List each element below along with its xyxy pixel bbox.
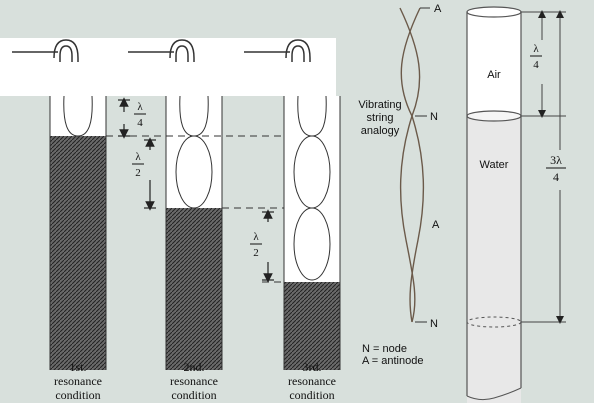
antinode-label-top: A <box>434 3 442 15</box>
dimension-arrows-left <box>118 97 274 283</box>
vibrating-string <box>399 7 425 323</box>
quarter-right-num: λ <box>533 43 539 55</box>
left-white-band <box>0 38 336 96</box>
tube-top-rim <box>466 6 522 18</box>
tuning-fork-icon-2 <box>128 39 195 62</box>
tube-2-caption: 2nd. resonance condition <box>170 360 218 402</box>
tube-3-standing-wave-loop-2 <box>293 207 331 281</box>
string-marks <box>415 7 430 323</box>
legend-node: N = node <box>362 343 407 355</box>
svg-text:1st.: 1st. <box>69 360 86 374</box>
vibrating-label-1: Vibrating <box>358 99 401 111</box>
three-quarter-num: 3λ <box>550 153 562 167</box>
tube-3 <box>283 95 341 370</box>
quarter-wave-num: λ <box>137 101 143 113</box>
vibrating-label-3: analogy <box>361 125 400 137</box>
resonance-tube <box>466 6 522 403</box>
tube-air-column <box>467 12 521 116</box>
node-label-2: N <box>430 318 438 330</box>
half-wave-label-2: λ 2 <box>250 231 262 259</box>
half-wave-2-den: 2 <box>253 247 259 259</box>
vibrating-label-2: string <box>367 112 394 124</box>
svg-text:condition: condition <box>289 388 334 402</box>
quarter-right-den: 4 <box>533 59 539 71</box>
tube-3-air <box>284 96 340 282</box>
three-quarter-den: 4 <box>553 170 559 184</box>
legend-antinode: A = antinode <box>362 355 423 367</box>
half-wave-2-num: λ <box>253 231 259 243</box>
water-surface <box>466 110 522 122</box>
quarter-wave-label: λ 4 <box>134 101 146 129</box>
tube-1-air <box>50 96 106 136</box>
half-wave-1-num: λ <box>135 151 141 163</box>
tube-2-air <box>166 96 222 208</box>
svg-text:3rd.: 3rd. <box>303 360 322 374</box>
water-label: Water <box>480 159 509 171</box>
node-label-1: N <box>430 111 438 123</box>
quarter-label-right: λ 4 <box>530 43 542 71</box>
tube-water-column <box>467 116 521 403</box>
svg-text:resonance: resonance <box>54 374 102 388</box>
tube-3-caption: 3rd. resonance condition <box>288 360 336 402</box>
tube-2 <box>165 95 223 370</box>
air-label: Air <box>487 69 501 81</box>
dimension-arrows-right <box>521 10 566 324</box>
half-wave-label-1: λ 2 <box>132 151 144 179</box>
quarter-wave-den: 4 <box>137 117 143 129</box>
tube-1 <box>49 95 107 370</box>
tuning-fork-icon-3 <box>244 39 311 62</box>
tube-3-water <box>284 282 340 370</box>
tube-2-water <box>166 208 222 370</box>
svg-text:2nd.: 2nd. <box>184 360 205 374</box>
three-quarter-label: 3λ 4 <box>546 153 566 184</box>
svg-text:resonance: resonance <box>288 374 336 388</box>
tube-1-caption: 1st. resonance condition <box>54 360 102 402</box>
svg-text:condition: condition <box>55 388 100 402</box>
tuning-fork-icon-1 <box>12 39 79 62</box>
half-wave-1-den: 2 <box>135 167 141 179</box>
svg-text:resonance: resonance <box>170 374 218 388</box>
tube-1-standing-wave <box>63 95 93 137</box>
tube-1-water <box>50 136 106 370</box>
svg-text:condition: condition <box>171 388 216 402</box>
antinode-label-middle: A <box>432 219 440 231</box>
